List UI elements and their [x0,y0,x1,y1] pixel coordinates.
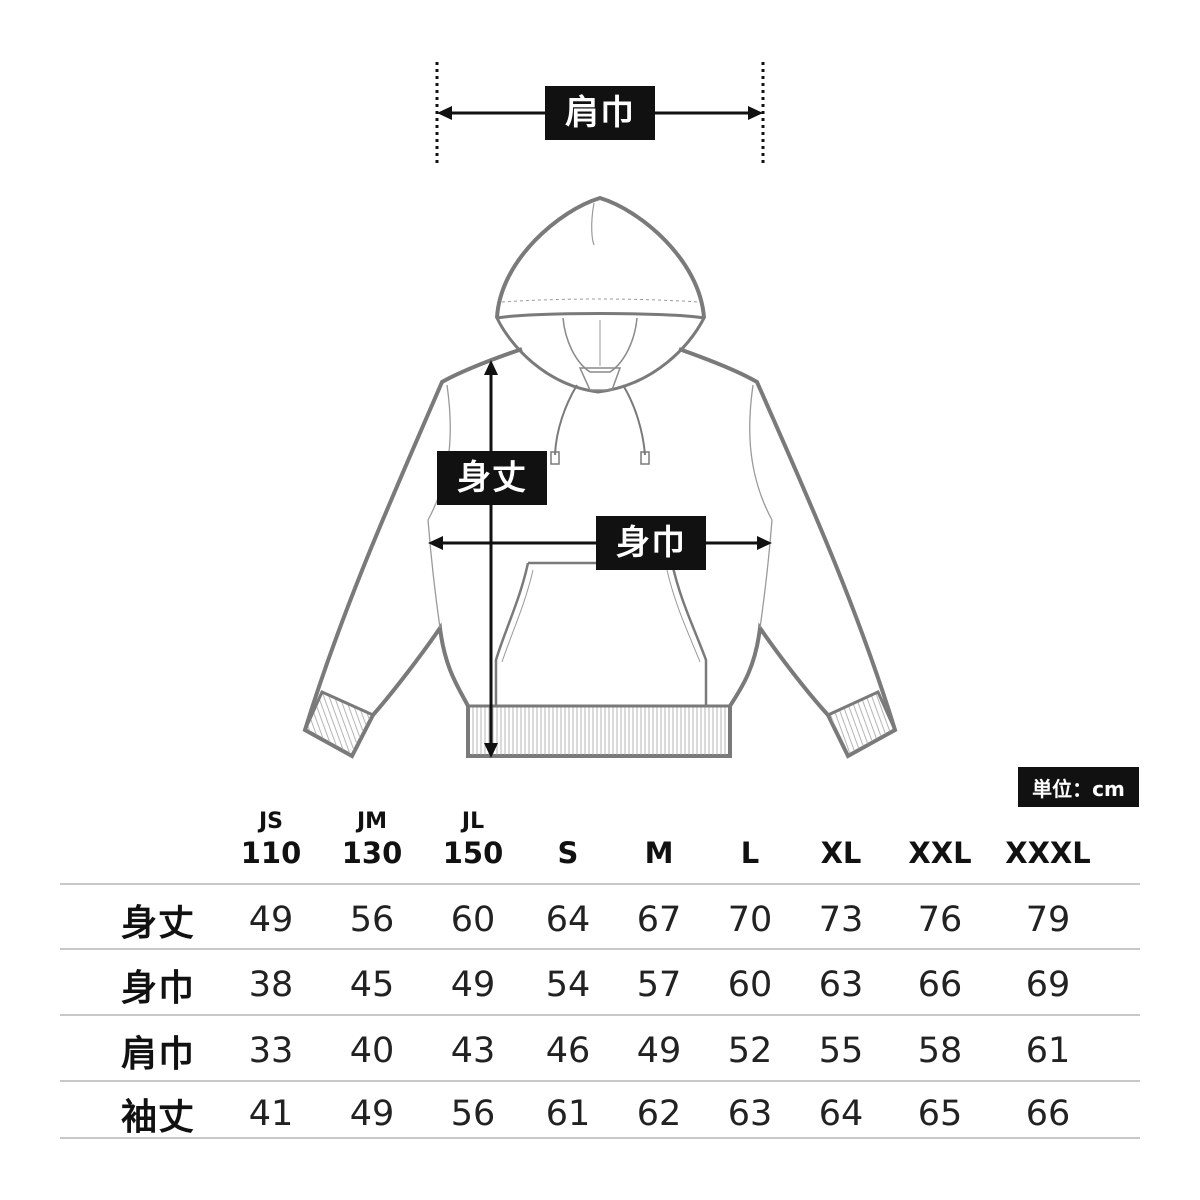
table-row: 身丈 49 56 60 64 67 70 73 76 79 [60,888,1140,952]
shoulder-width-label: 肩巾 [545,86,655,140]
size-header-bottom: 110 [240,836,302,870]
table-cell: 66 [1025,1094,1071,1134]
table-cell: 76 [917,900,963,940]
table-cell: 64 [818,1094,864,1134]
table-cell: 45 [349,965,395,1005]
table-cell: 43 [450,1031,496,1071]
table-cell: 46 [545,1031,591,1071]
table-cell: 56 [349,900,395,940]
size-header: S [518,810,618,870]
table-cell: 58 [917,1031,963,1071]
table-cell: 61 [1025,1031,1071,1071]
size-header-bottom: XL [820,836,862,870]
table-cell: 38 [248,965,294,1005]
table-cell: 62 [636,1094,682,1134]
table-cell: 63 [818,965,864,1005]
table-cell: 55 [818,1031,864,1071]
table-row: 身巾 38 45 49 54 57 60 63 66 69 [60,953,1140,1017]
table-rule [60,1014,1140,1016]
size-header-bottom: 150 [442,836,504,870]
table-cell: 66 [917,965,963,1005]
table-rule [60,1080,1140,1082]
table-cell: 56 [450,1094,496,1134]
hood-outline [495,195,706,319]
table-cell: 57 [636,965,682,1005]
size-header: M [609,810,709,870]
hoodie-illustration [302,62,898,759]
body-length-label: 身丈 [437,451,547,505]
size-header-bottom: S [557,836,579,870]
table-cell: 65 [917,1094,963,1134]
table-cell: 67 [636,900,682,940]
size-header-top [700,810,800,834]
size-header-top: JM [356,809,388,834]
row-label: 身巾 [120,968,195,1009]
row-label: 肩巾 [120,1034,195,1075]
size-header-top [518,810,618,834]
table-cell: 41 [248,1094,294,1134]
table-rule [60,1137,1140,1139]
table-cell: 61 [545,1094,591,1134]
size-header-top [791,810,891,834]
table-cell: 33 [248,1031,294,1071]
unit-badge: 単位：cm [1018,767,1139,807]
table-cell: 79 [1025,900,1071,940]
size-header: XXXL [998,810,1098,870]
table-cell: 70 [727,900,773,940]
table-cell: 49 [636,1031,682,1071]
table-cell: 60 [450,900,496,940]
size-header: XXL [890,810,990,870]
size-header-bottom: M [644,836,674,870]
row-label: 身丈 [120,903,195,944]
hoodie-measurement-diagram: 肩巾 身丈 身巾 [302,62,898,759]
table-cell: 54 [545,965,591,1005]
size-header-top [890,810,990,834]
table-cell: 64 [545,900,591,940]
table-cell: 49 [450,965,496,1005]
body-width-label: 身巾 [596,516,706,570]
pocket [494,561,708,706]
table-cell: 49 [349,1094,395,1134]
size-header-top: JL [461,809,485,834]
left-cuff [303,690,376,759]
table-cell: 63 [727,1094,773,1134]
table-row: 肩巾 33 40 43 46 49 52 55 58 61 [60,1019,1140,1083]
size-header-bottom: XXXL [1005,836,1091,870]
size-header-top: JS [258,809,284,834]
table-rule [60,883,1140,885]
size-header: L [700,810,800,870]
table-cell: 52 [727,1031,773,1071]
table-cell: 60 [727,965,773,1005]
table-cell: 73 [818,900,864,940]
table-row: 袖丈 41 49 56 61 62 63 64 65 66 [60,1082,1140,1146]
size-header-top [998,810,1098,834]
table-cell: 69 [1025,965,1071,1005]
size-header: XL [791,810,891,870]
size-header-bottom: XXL [908,836,972,870]
right-cuff [825,690,897,759]
size-header-bottom: 130 [341,836,403,870]
hem-rib [466,704,732,758]
table-rule [60,948,1140,950]
row-label: 袖丈 [120,1097,195,1138]
table-cell: 49 [248,900,294,940]
size-header-bottom: L [740,836,760,870]
size-header-top [609,810,709,834]
table-cell: 40 [349,1031,395,1071]
